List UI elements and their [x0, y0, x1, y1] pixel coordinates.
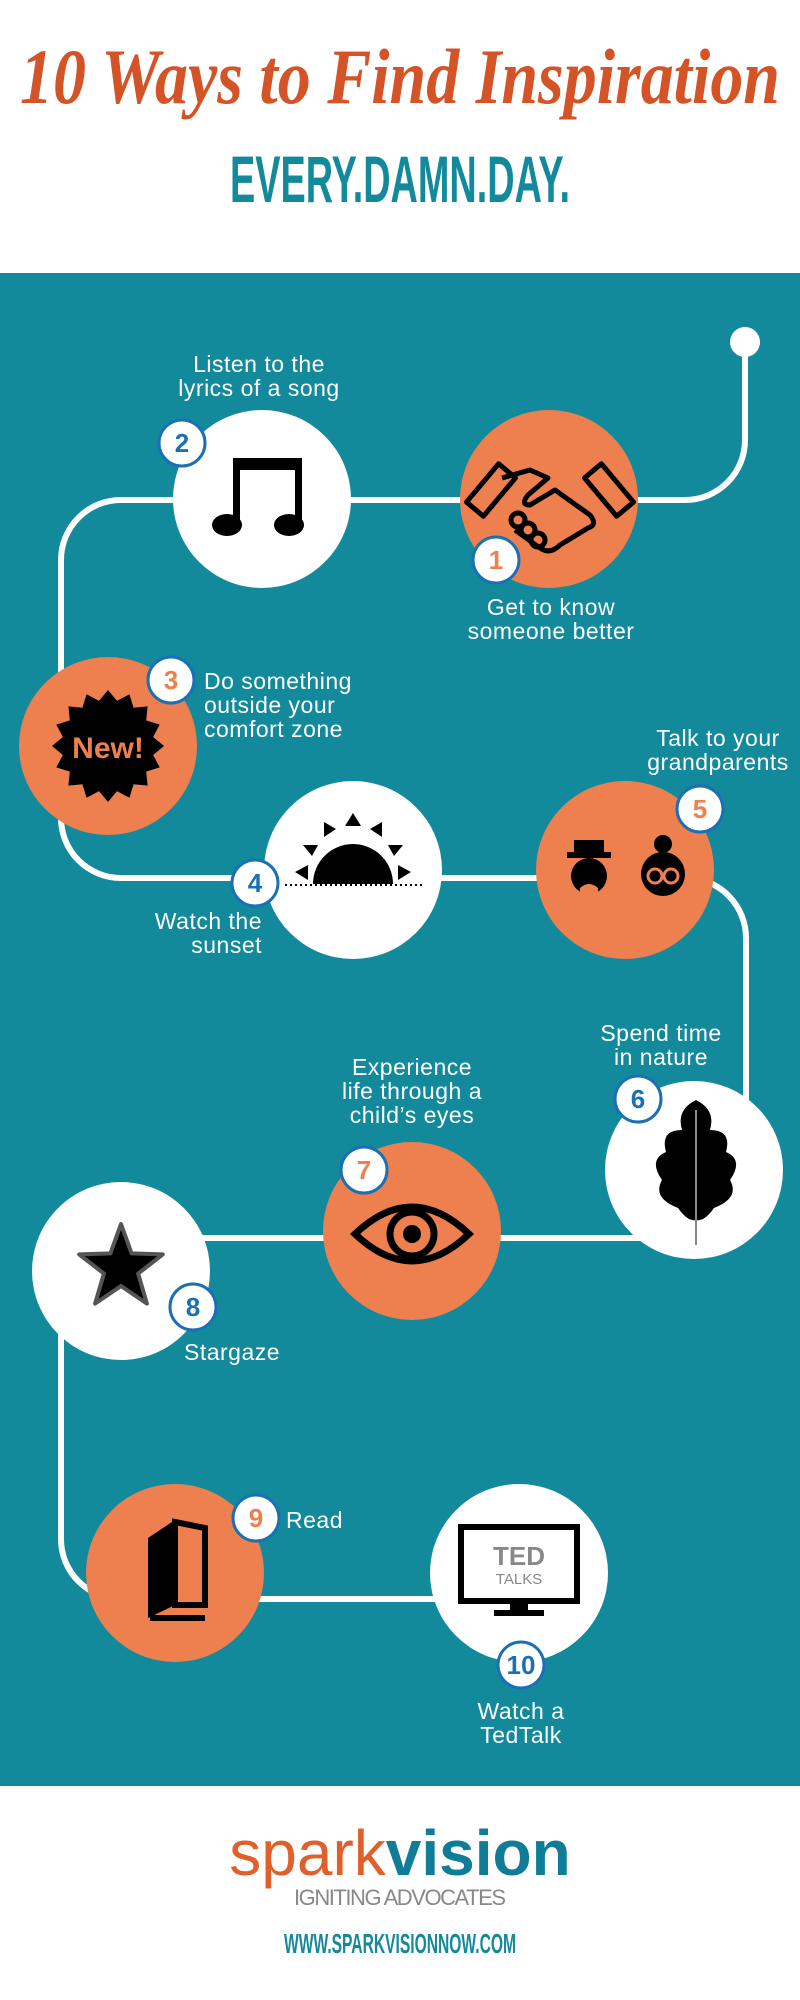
label-line: Spend time	[600, 1020, 721, 1046]
ted-text: TED	[493, 1541, 545, 1571]
step-10: TED TALKS	[430, 1484, 608, 1662]
star-icon	[77, 1222, 165, 1306]
badge-circle	[157, 418, 207, 468]
step-number-badge: 6	[613, 1074, 663, 1124]
step-number-badge: 7	[339, 1145, 389, 1195]
label-line: Stargaze	[184, 1339, 280, 1365]
leaf-icon	[655, 1100, 737, 1245]
badge-number: 2	[175, 428, 189, 458]
step-6	[605, 1081, 783, 1259]
label-8: Stargaze	[184, 1339, 280, 1365]
step-5	[536, 781, 714, 959]
page-subtitle: EVERY.DAMN.DAY.	[230, 142, 570, 216]
step-8	[32, 1182, 210, 1360]
path-start-dot	[730, 327, 760, 357]
label-line: life through a	[342, 1078, 482, 1104]
step-number-badge: 4	[230, 858, 280, 908]
badge-number: 6	[631, 1084, 645, 1114]
sunset-icon	[285, 813, 425, 886]
step-number-badge: 8	[168, 1282, 218, 1332]
step-number-badge: 3	[146, 655, 196, 705]
new-badge-icon	[52, 690, 164, 802]
step-number-badge: 1	[471, 535, 521, 585]
label-line: sunset	[191, 932, 262, 958]
label-line: outside your	[204, 692, 335, 718]
label-4: Watch the sunset	[155, 908, 262, 958]
label-9: Read	[286, 1507, 343, 1533]
badge-circle	[230, 858, 280, 908]
label-10: Watch a TedTalk	[477, 1698, 564, 1748]
label-line: grandparents	[647, 749, 789, 775]
label-line: Do something	[204, 668, 352, 694]
badge-number: 5	[693, 794, 707, 824]
label-7: Experience life through a child’s eyes	[342, 1054, 482, 1128]
book-icon	[148, 1518, 208, 1621]
badge-number: 3	[164, 665, 178, 695]
badge-number: 9	[249, 1503, 263, 1533]
step-2	[173, 410, 351, 588]
badge-circle	[675, 784, 725, 834]
badge-circle	[231, 1493, 281, 1543]
label-line: Watch a	[477, 1698, 564, 1724]
badge-number: 10	[507, 1650, 536, 1680]
website-link[interactable]: WWW.SPARKVISIONNOW.COM	[284, 1928, 516, 1959]
new-badge-text: New!	[72, 732, 144, 765]
logo-tagline: IGNITING ADVOCATES	[294, 1885, 506, 1910]
label-line: lyrics of a song	[178, 375, 339, 401]
label-line: Get to know	[487, 594, 615, 620]
badge-number: 8	[186, 1292, 200, 1322]
badge-number: 4	[248, 868, 263, 898]
badge-number: 7	[357, 1155, 371, 1185]
badge-circle	[146, 655, 196, 705]
logo-spark: spark	[229, 1817, 387, 1889]
step-3: New!	[19, 657, 197, 835]
badge-circle	[496, 1640, 546, 1690]
step-number-badge: 2	[157, 418, 207, 468]
music-note-icon	[212, 458, 304, 536]
step-9	[86, 1484, 264, 1662]
grandparents-icon	[567, 835, 685, 896]
label-line: Listen to the	[193, 351, 325, 377]
label-line: Watch the	[155, 908, 262, 934]
tv-icon: TED TALKS	[458, 1524, 580, 1616]
eye-icon	[349, 1203, 475, 1265]
label-line: Read	[286, 1507, 343, 1533]
label-1: Get to know someone better	[468, 594, 635, 644]
sparkvision-logo: sparkvision IGNITING ADVOCATES	[229, 1817, 570, 1910]
label-line: comfort zone	[204, 716, 343, 742]
label-line: in nature	[614, 1044, 708, 1070]
badge-circle	[339, 1145, 389, 1195]
badge-circle	[613, 1074, 663, 1124]
page-title: 10 Ways to Find Inspiration	[20, 33, 780, 120]
step-number-badge: 9	[231, 1493, 281, 1543]
svg-text:sparkvision: sparkvision	[229, 1817, 570, 1889]
handshake-icon	[464, 461, 636, 554]
label-line: Experience	[352, 1054, 472, 1080]
label-3: Do something outside your comfort zone	[204, 668, 352, 742]
label-6: Spend time in nature	[600, 1020, 721, 1070]
label-line: child’s eyes	[350, 1102, 474, 1128]
badge-circle	[168, 1282, 218, 1332]
label-line: TedTalk	[480, 1722, 561, 1748]
badge-number: 1	[489, 545, 503, 575]
step-4	[264, 781, 442, 959]
label-5: Talk to your grandparents	[647, 725, 789, 775]
label-line: someone better	[468, 618, 635, 644]
step-number-badge: 5	[675, 784, 725, 834]
logo-vision: vision	[386, 1817, 571, 1889]
label-line: Talk to your	[656, 725, 780, 751]
talks-text: TALKS	[496, 1571, 542, 1588]
step-number-badge: 10	[496, 1640, 546, 1690]
badge-circle	[471, 535, 521, 585]
label-2: Listen to the lyrics of a song	[178, 351, 339, 401]
